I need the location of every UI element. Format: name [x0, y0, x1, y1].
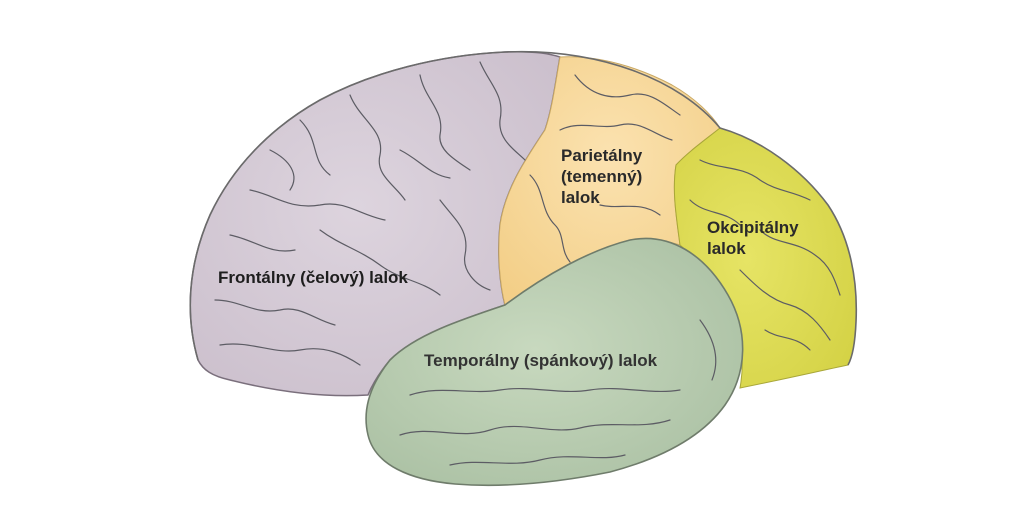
- temporal-lobe-label: Temporálny (spánkový) lalok: [424, 351, 658, 370]
- occipital-lobe-label: Okcipitálny lalok: [707, 217, 799, 259]
- parietal-label-line-3: lalok: [561, 188, 600, 207]
- occipital-label-line-2: lalok: [707, 239, 746, 258]
- temporal-lobe: [365, 237, 744, 487]
- frontal-lobe-label: Frontálny (čelový) lalok: [218, 268, 408, 287]
- parietal-lobe-label: Parietálny (temenný) lalok: [561, 145, 642, 208]
- parietal-label-line-2: (temenný): [561, 167, 643, 186]
- brain-outline: [189, 50, 858, 366]
- occipital-label-line-1: Okcipitálny: [707, 218, 799, 237]
- sulci-lines: [214, 61, 841, 466]
- parietal-label-line-1: Parietálny: [561, 146, 643, 165]
